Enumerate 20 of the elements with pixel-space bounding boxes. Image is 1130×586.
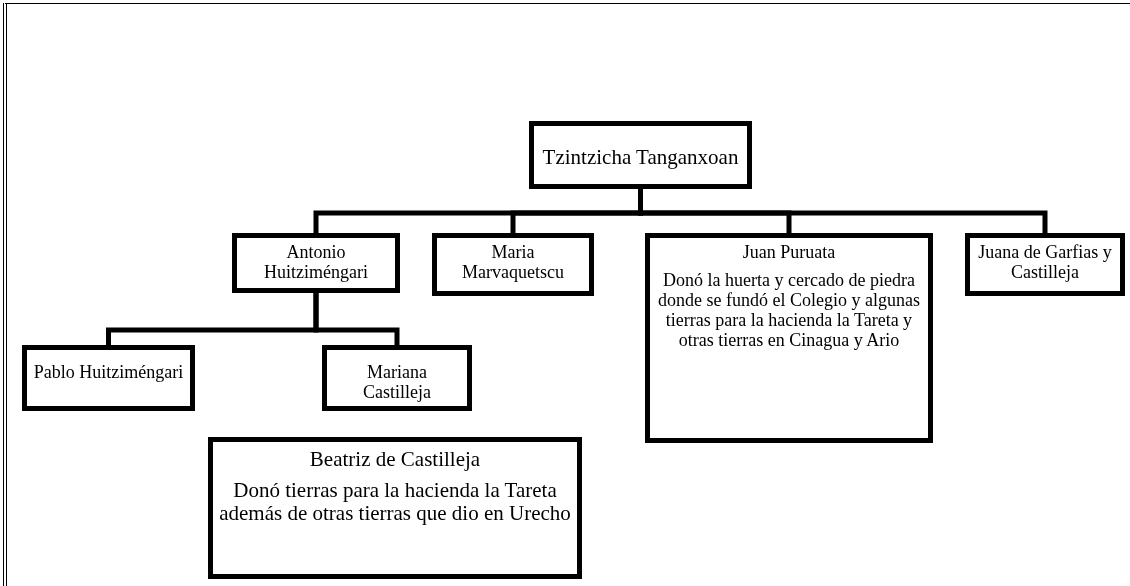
name-box — [22, 345, 195, 411]
name-box — [232, 233, 400, 293]
name-box — [322, 345, 472, 411]
name-box — [529, 121, 752, 189]
name-text: Juana de Garfias y Castilleja — [977, 242, 1113, 282]
connector-line — [638, 189, 1048, 233]
description-text: Donó tierras para la hacienda la Tareta además de otras tierras que dio en Urecho — [218, 479, 572, 525]
name-text: Beatriz de Castilleja — [309, 448, 481, 471]
description-text: Donó la huerta y cercado de piedra donde se fundó el Colegio y algunas tierras para la hacienda la Tareta y otras tierras en Cinagua y Ario — [657, 270, 921, 350]
name-box — [965, 233, 1125, 296]
name-text: Juan Puruata — [742, 242, 836, 262]
connector-line — [313, 293, 400, 345]
name-text: Mariana Castilleja — [362, 362, 432, 402]
name-box — [432, 233, 594, 296]
info-box — [208, 437, 582, 579]
name-text: Tzintzicha Tanganxoan — [542, 146, 739, 169]
name-text: Antonio Huitziméngari — [263, 242, 369, 282]
name-text: Pablo Huitziméngari — [33, 362, 184, 382]
info-box — [645, 233, 933, 443]
name-text: Maria Marvaquetscu — [461, 242, 565, 282]
